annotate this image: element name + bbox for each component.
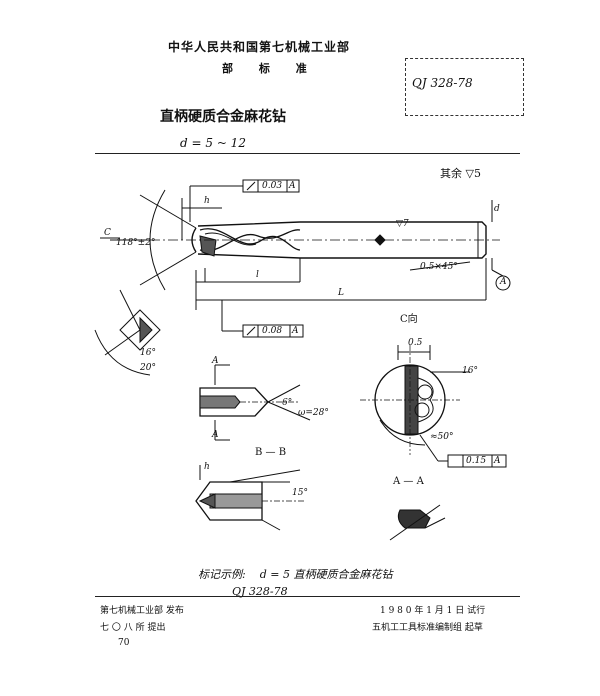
footer-author: 五机工工具标准编制组 起草 (372, 623, 483, 633)
footer-drafter: 七 〇 八 所 提出 (100, 623, 166, 633)
angle-16-left: 16° (140, 348, 156, 358)
footer-page-number: 70 (118, 638, 130, 648)
standard-code: QJ 328-78 (412, 76, 473, 90)
marking-example: 标记示例: d = 5 直柄硬质合金麻花钻 (198, 566, 392, 582)
header-rule (95, 153, 520, 154)
standard-label: 部 标 准 (222, 60, 329, 76)
dim-05: 0.5 (408, 338, 423, 348)
ministry-header: 中华人民共和国第七机械工业部 (168, 40, 351, 54)
angle-16-right: 16° (462, 366, 478, 376)
view-c-label: C (104, 228, 111, 238)
standard-code-box (405, 58, 524, 116)
angle-118: 118°±2° (116, 238, 156, 248)
size-range: d = 5 ~ 12 (180, 136, 246, 150)
dim-L: L (338, 288, 344, 298)
tol-aa-value: 0.15 (466, 456, 487, 466)
angle-6: 6° (282, 398, 293, 408)
footer-date: 1 9 8 0 年 1 月 1 日 试行 (380, 606, 486, 616)
section-bb-title: B — B (255, 447, 287, 458)
angle-50: ≈50° (430, 432, 454, 442)
drill-main-view (100, 179, 511, 338)
section-a-mark-bottom: A (212, 430, 219, 440)
dim-h: h (204, 196, 210, 206)
section-bb (199, 364, 311, 441)
tol-mid-value: 0.08 (262, 326, 283, 336)
surface-roughness-note: 其余 ▽5 (440, 167, 481, 180)
dim-d: d (494, 204, 500, 214)
section-aa-title: A — A (393, 476, 424, 487)
section-c-title: C向 (400, 314, 418, 325)
angle-20: 20° (140, 363, 156, 373)
section-a-mark-top: A (212, 356, 219, 366)
tol-top-datum: A (289, 181, 296, 191)
angle-15: 15° (292, 488, 308, 498)
tol-mid-datum: A (292, 326, 299, 336)
detail-small (389, 504, 446, 541)
section-tip-bottom (195, 465, 305, 531)
dim-27: ▽7 (396, 219, 409, 229)
marking-example-code: QJ 328-78 (232, 585, 288, 598)
tol-aa-datum: A (494, 456, 501, 466)
marking-example-text: d = 5 直柄硬质合金麻花钻 (259, 568, 393, 581)
tol-top-value: 0.03 (262, 181, 283, 191)
standard-word-2: 标 (258, 62, 270, 75)
angle-omega: ω=28° (298, 408, 329, 418)
standard-word-3: 准 (295, 62, 307, 75)
c-view-detail (94, 289, 161, 376)
standard-word-1: 部 (222, 62, 233, 75)
footer-rule (95, 596, 520, 597)
dim-h-lower: h (204, 462, 210, 472)
datum-a-label: A (500, 277, 507, 287)
footer-issuer: 第七机械工业部 发布 (100, 606, 184, 616)
marking-example-label: 标记示例: (198, 568, 246, 581)
dim-l: l (256, 270, 259, 280)
document-title: 直柄硬质合金麻花钻 (160, 109, 286, 125)
section-aa (360, 345, 507, 468)
chamfer-label: 0.5×45° (420, 262, 458, 272)
